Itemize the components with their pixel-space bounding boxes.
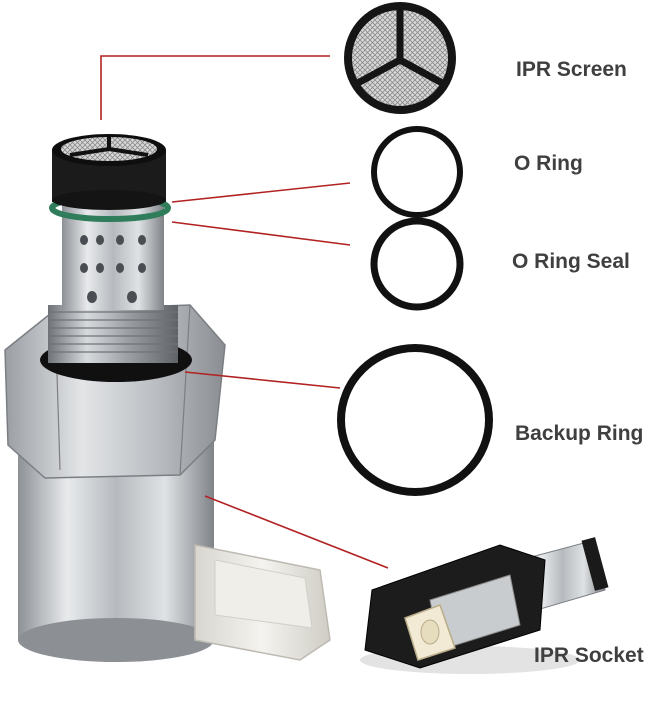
connector-plug-face <box>214 559 313 629</box>
leader-line-backup-ring <box>184 371 341 389</box>
label-ipr-socket: IPR Socket <box>534 644 644 667</box>
leader-line-ipr-socket <box>204 495 389 569</box>
ipr-screen-part <box>344 2 456 114</box>
ipr-valve-body <box>4 134 331 662</box>
label-o-ring: O Ring <box>514 152 583 175</box>
label-o-ring-seal: O Ring Seal <box>512 250 630 273</box>
o-ring-seal-part <box>370 217 464 311</box>
spool-holes <box>80 235 146 303</box>
label-backup-ring: Backup Ring <box>515 422 644 445</box>
o-ring-part <box>371 126 463 218</box>
valve-screen-spokes <box>69 137 149 157</box>
ipr-screen-spokes <box>352 4 448 88</box>
leader-line-ipr-screen <box>100 55 330 120</box>
socket-plug-pin <box>420 619 440 645</box>
solenoid-bottom <box>18 618 214 662</box>
thread-lines <box>48 311 178 353</box>
leader-line-o-ring <box>171 182 351 203</box>
leader-line-o-ring-seal <box>171 221 351 246</box>
threaded-section <box>48 305 178 363</box>
black-cap-bottom <box>52 190 166 210</box>
backup-ring-part <box>337 344 493 496</box>
socket-spool-cap <box>581 537 609 591</box>
leader-lines <box>100 55 389 569</box>
label-ipr-screen: IPR Screen <box>516 58 627 81</box>
ipr-socket-photo <box>342 518 666 688</box>
